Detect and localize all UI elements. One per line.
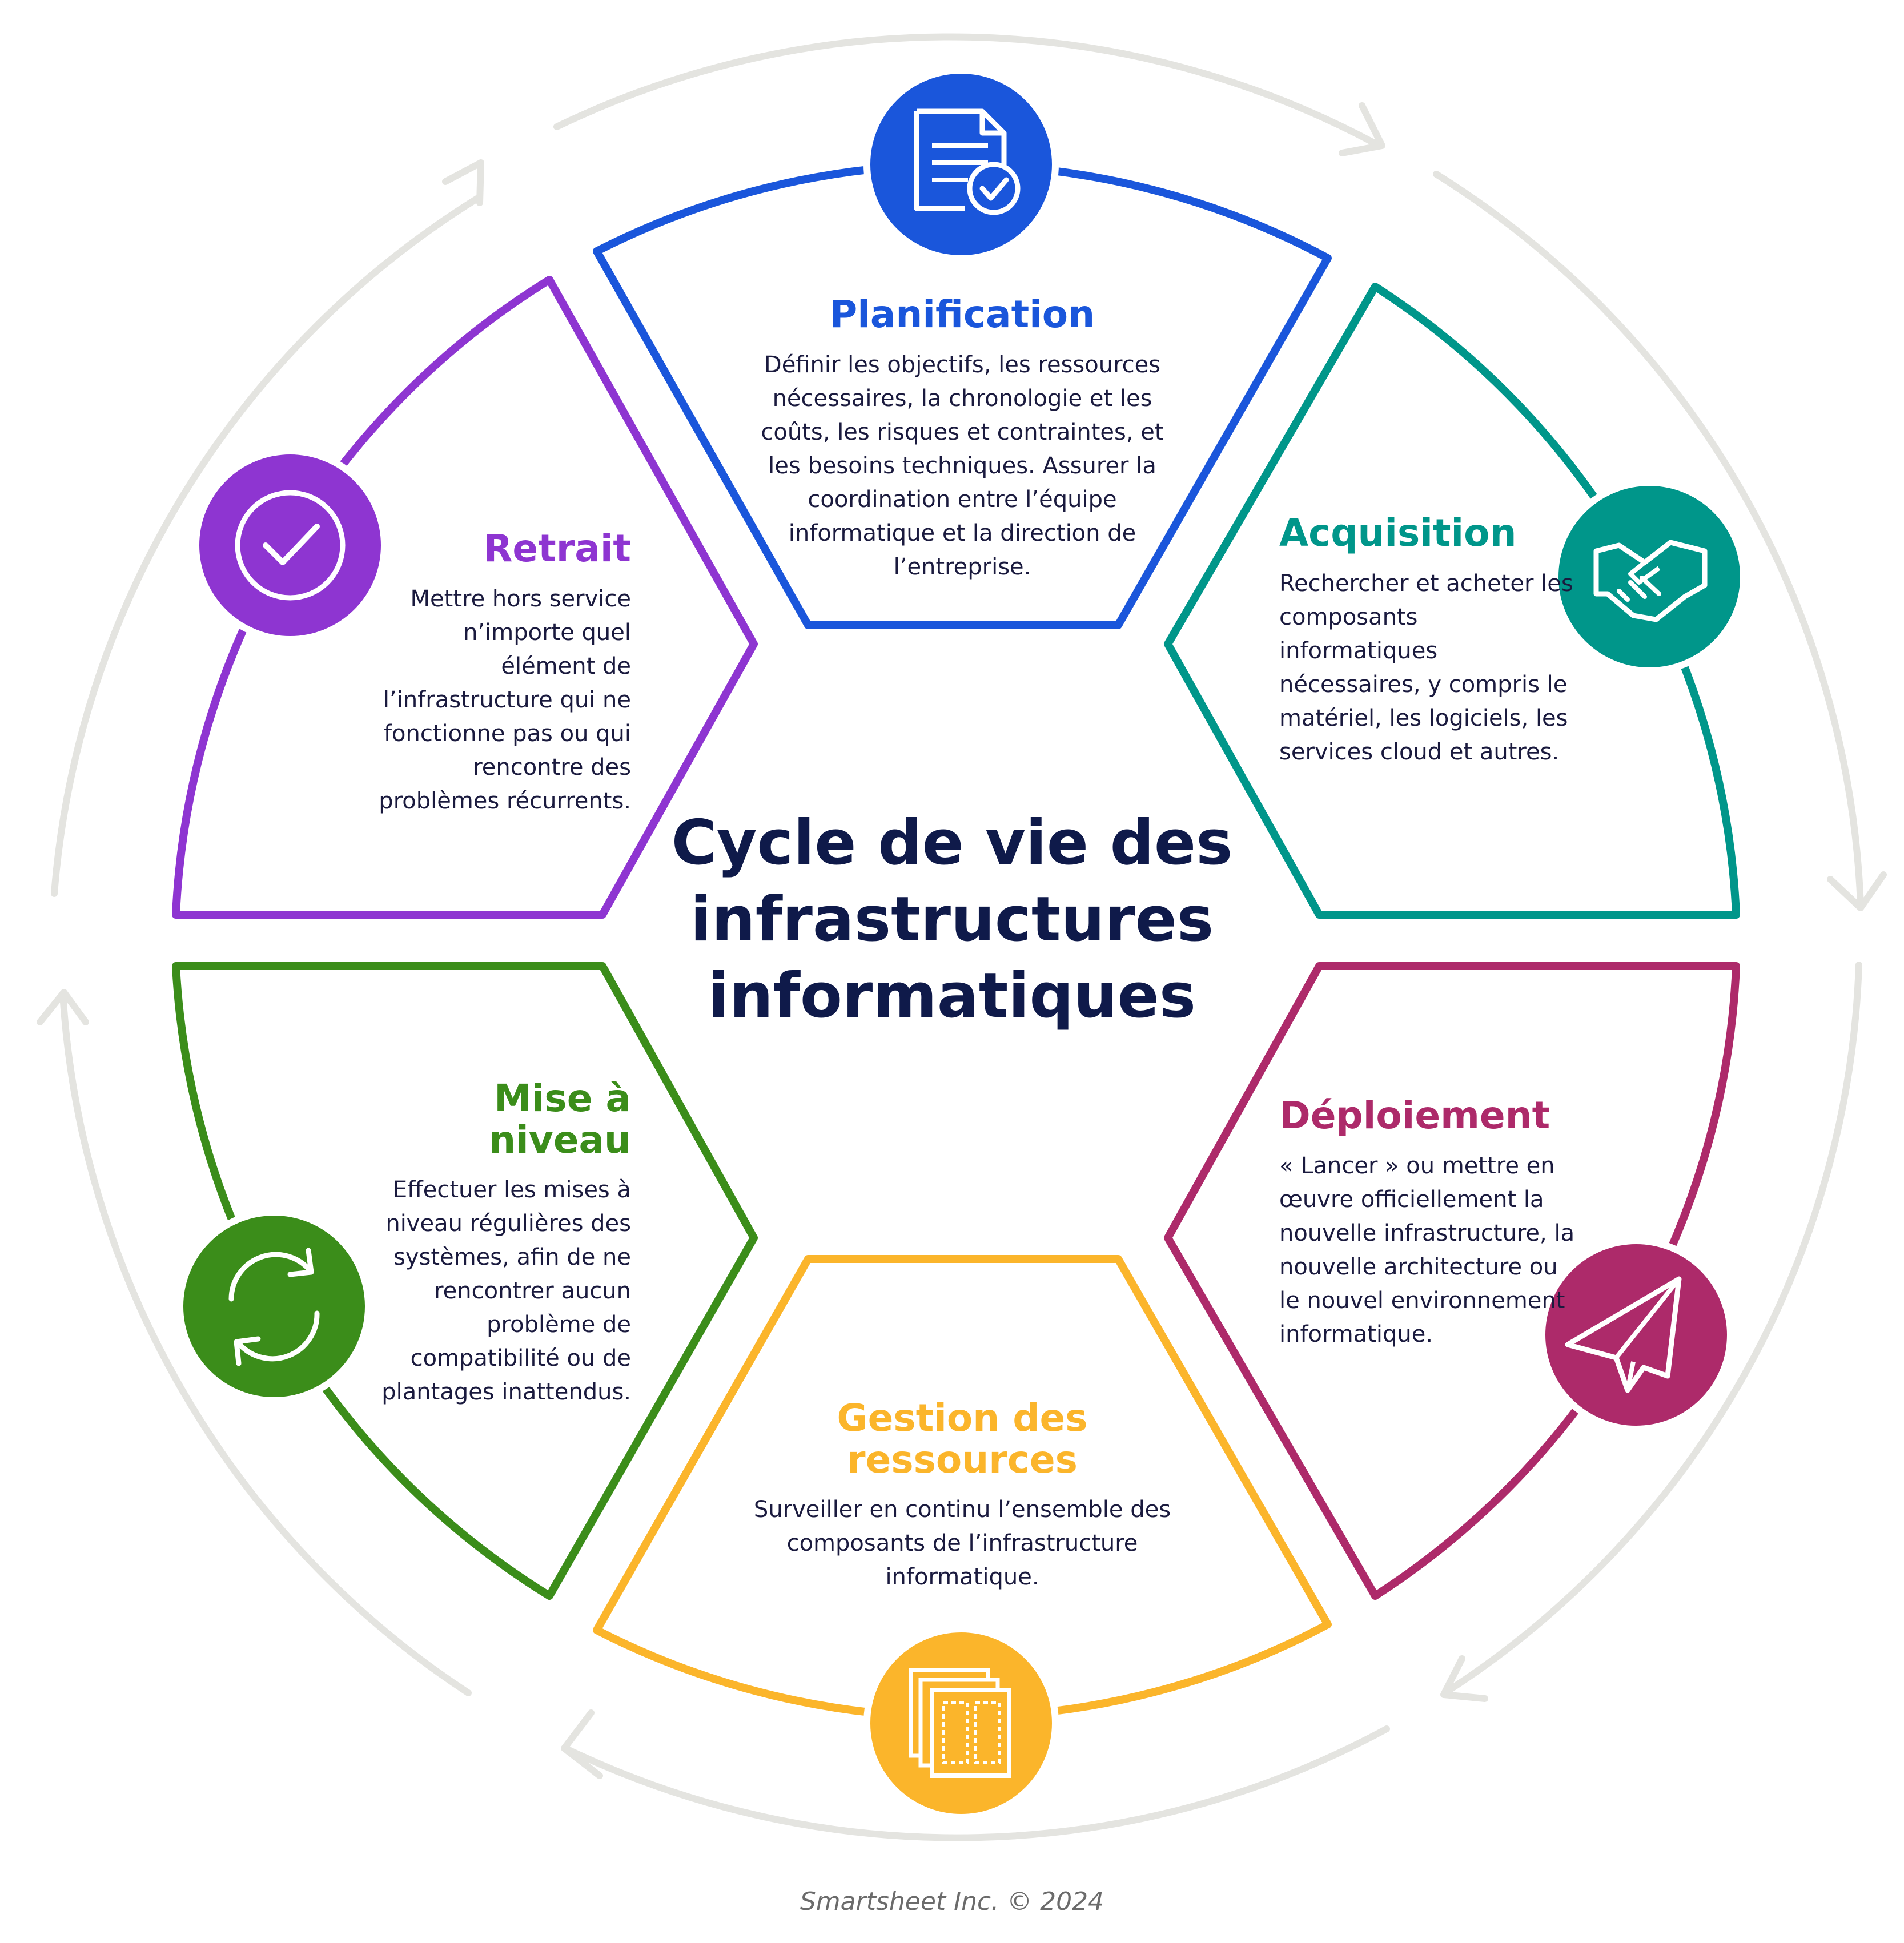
stage-title-retrait: Retrait	[483, 526, 631, 570]
handshake-icon	[1552, 479, 1747, 674]
stage-deploiement: Déploiement « Lancer » ou mettre en œuvr…	[1279, 1095, 1576, 1351]
stage-body-retrait: Mettre hors service n’importe quel éléme…	[379, 585, 631, 814]
checkmark-icon	[192, 448, 388, 643]
ring-arrow-head-left	[37, 989, 89, 1025]
outer-cycle-ring	[37, 33, 1887, 1841]
ring-arc-right-upper	[1433, 171, 1864, 908]
stage-acquisition: Acquisition Rechercher et acheter les co…	[1279, 511, 1576, 769]
stage-gestion: Gestion des ressources Surveiller en con…	[717, 1396, 1208, 1594]
ring-arc-bottom	[562, 1725, 1390, 1841]
ring-arrow-head-right	[1827, 871, 1887, 911]
credit-line: Smartsheet Inc. © 2024	[800, 1887, 1104, 1916]
stage-retrait: Retrait Mettre hors service n’importe qu…	[365, 528, 631, 818]
stage-body-planification: Définir les objectifs, les ressources né…	[761, 351, 1164, 580]
diagram-title: Cycle de vie des infrastructures informa…	[671, 807, 1233, 1032]
ring-arc-right-lower	[1441, 962, 1862, 1696]
stage-title-planification: Planification	[829, 292, 1095, 336]
refresh-icon	[176, 1209, 372, 1404]
stage-body-acquisition: Rechercher et acheter les composants inf…	[1279, 570, 1573, 765]
stage-planification: Planification Définir les objectifs, les…	[745, 292, 1179, 584]
stage-title-gestion: Gestion des ressources	[837, 1396, 1088, 1482]
stacked-pages-icon	[863, 1626, 1059, 1821]
stage-body-mise-a-niveau: Effectuer les mises à niveau régulières …	[381, 1177, 631, 1406]
ring-arc-left-upper	[51, 194, 483, 897]
stage-title-mise-a-niveau: Mise à niveau	[489, 1076, 631, 1162]
stage-body-deploiement: « Lancer » ou mettre en œuvre officielle…	[1279, 1152, 1575, 1347]
ring-arc-left-lower	[59, 990, 472, 1696]
ring-arrow-head-top	[1339, 102, 1385, 156]
ring-arrow-head-top-left	[442, 159, 484, 206]
stage-mise-a-niveau: Mise à niveau Effectuer les mises à nive…	[354, 1076, 631, 1409]
stage-title-deploiement: Déploiement	[1279, 1093, 1550, 1137]
ring-arrow-head-bottom-right	[1440, 1655, 1488, 1702]
document-check-icon	[863, 67, 1059, 262]
stage-body-gestion: Surveiller en continu l’ensemble des com…	[753, 1497, 1171, 1591]
paper-plane-icon	[1539, 1237, 1734, 1433]
stage-title-acquisition: Acquisition	[1279, 511, 1517, 555]
ring-arrow-head-bottom	[561, 1709, 603, 1779]
ring-arc-top	[553, 33, 1383, 149]
